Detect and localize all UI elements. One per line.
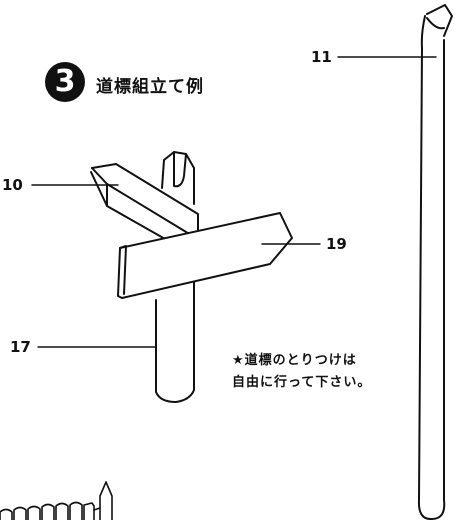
sign-board-lower bbox=[117, 212, 293, 299]
part-label-10: 10 bbox=[2, 176, 23, 194]
part-label-11: 11 bbox=[311, 48, 332, 66]
step-number-badge: 3 bbox=[45, 62, 85, 102]
tall-post bbox=[417, 4, 453, 520]
step-title: 道標組立て例 bbox=[96, 77, 204, 97]
assembly-note-line-1: ★道標のとりつけは bbox=[232, 353, 357, 368]
fence-illustration bbox=[0, 481, 113, 520]
assembly-note: ★道標のとりつけは 自由に行って下さい。 bbox=[232, 350, 371, 394]
part-label-19: 19 bbox=[326, 235, 347, 253]
part-label-17: 17 bbox=[10, 338, 31, 356]
assembly-note-line-2: 自由に行って下さい。 bbox=[232, 375, 372, 390]
leader-lines bbox=[31, 56, 437, 348]
